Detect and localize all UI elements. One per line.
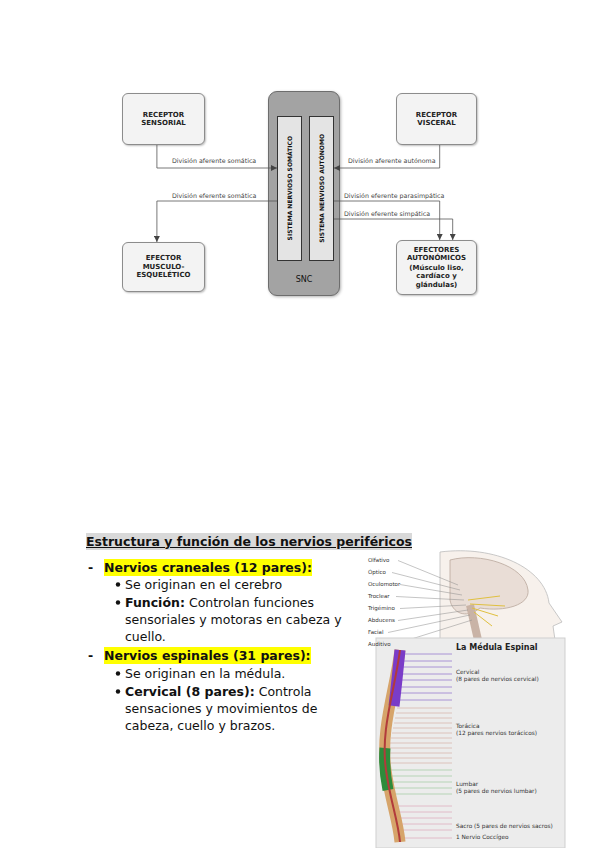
nerve-label: Abducens xyxy=(368,617,395,624)
effector-box: EFECTORES AUTONÓMICOS(Músculo liso, card… xyxy=(396,240,477,295)
list-item: Función:Controlan funciones sensoriales … xyxy=(125,594,361,645)
list-dash: - xyxy=(88,559,93,576)
edge-label: División eferente simpática xyxy=(344,210,430,218)
edge-label: División aferente somática xyxy=(172,157,256,165)
region-note: (5 pares de nervios lumbar) xyxy=(456,788,537,795)
band-label: SISTEMA NERVIOSO SOMÁTICO xyxy=(286,136,293,240)
bullet xyxy=(116,582,120,586)
system-band: SISTEMA NERVIOSO SOMÁTICO xyxy=(277,116,302,261)
bullets xyxy=(116,582,120,693)
brainstem xyxy=(470,605,478,640)
region-label: Torácica xyxy=(456,723,480,730)
leader-lines xyxy=(388,561,472,645)
effector-box: EFECTOR MUSCULO-ESQUELÉTICO xyxy=(122,242,205,292)
node-title: RECEPTOR VISCERAL xyxy=(407,111,466,128)
connector-arrow xyxy=(157,145,277,168)
head-illustration xyxy=(388,551,562,645)
section-heading: Estructura y función de los nervios peri… xyxy=(86,533,412,550)
nerve-label: Olfativo xyxy=(368,557,389,564)
receptor-box: RECEPTOR SENSORIAL xyxy=(122,93,205,145)
connector-arrow xyxy=(334,145,440,168)
connector-arrow xyxy=(334,201,440,240)
cervical-nerves xyxy=(398,654,452,700)
nerve-label: Trigémino xyxy=(368,605,395,612)
node-title: EFECTOR MUSCULO-ESQUELÉTICO xyxy=(133,254,194,280)
region-label: Sacro (5 pares de nervios sacros) xyxy=(456,823,553,830)
connector-arrow xyxy=(157,201,277,242)
cns-box: SNC SISTEMA NERVIOSO SOMÁTICO SISTEMA NERV… xyxy=(268,91,340,296)
spine-illustration xyxy=(376,638,565,848)
system-band: SISTEMA NERVIOSO AUTÓNOMO xyxy=(309,116,334,261)
region-label: 1 Nervio Coccígeo xyxy=(456,834,509,841)
term: Función: xyxy=(125,595,185,610)
panel-title: La Médula Espinal xyxy=(456,643,538,653)
thoracic-nerves xyxy=(389,708,452,763)
list-item: Se originan en la médula. xyxy=(125,665,285,682)
bullet xyxy=(116,689,120,693)
head-outline xyxy=(440,551,562,640)
list-heading: Nervios craneales (12 pares): xyxy=(104,559,312,576)
region-note: (8 pares de nervios cervical) xyxy=(456,676,539,683)
region-label: Cervical xyxy=(456,669,479,676)
node-title: EFECTORES AUTONÓMICOS xyxy=(407,246,466,263)
band-label: SISTEMA NERVIOSO AUTÓNOMO xyxy=(318,134,325,243)
list-item: Cervical (8 pares):Controla sensaciones … xyxy=(125,683,361,734)
edge-label: División eferente parasimpática xyxy=(344,192,444,200)
list-item: Se originan en el cerebro xyxy=(125,576,282,593)
list-dash: - xyxy=(88,647,93,664)
receptor-box: RECEPTOR VISCERAL xyxy=(396,93,477,145)
node-title: RECEPTOR SENSORIAL xyxy=(133,111,194,128)
edge-label: División aferente autónoma xyxy=(348,157,436,165)
nerve-label: Auditivo xyxy=(368,641,391,648)
nerve-label: Facial xyxy=(368,629,383,636)
node-label: SNC xyxy=(269,275,339,284)
connector-arrow xyxy=(334,219,453,240)
bullet xyxy=(116,600,120,604)
edge-label: División eferente somática xyxy=(172,192,256,200)
nerve-bundle xyxy=(468,596,505,626)
list-heading: Nervios espinales (31 pares): xyxy=(104,647,311,664)
term: Cervical (8 pares): xyxy=(125,684,255,699)
nerve-label: Oculomotor xyxy=(368,581,400,588)
region-note: (12 pares nervios torácicos) xyxy=(456,730,537,737)
lumbar-nerves xyxy=(389,770,452,794)
spinal-cord xyxy=(385,650,400,842)
nerve-label: Óptico xyxy=(368,569,386,576)
bullet xyxy=(116,671,120,675)
region-label: Lumbar xyxy=(456,781,478,788)
vertebral-column xyxy=(385,650,400,842)
spine-panel xyxy=(376,638,565,848)
nerve-label: Troclear xyxy=(368,593,390,600)
node-body: (Músculo liso, cardíaco y glándulas) xyxy=(407,264,466,290)
